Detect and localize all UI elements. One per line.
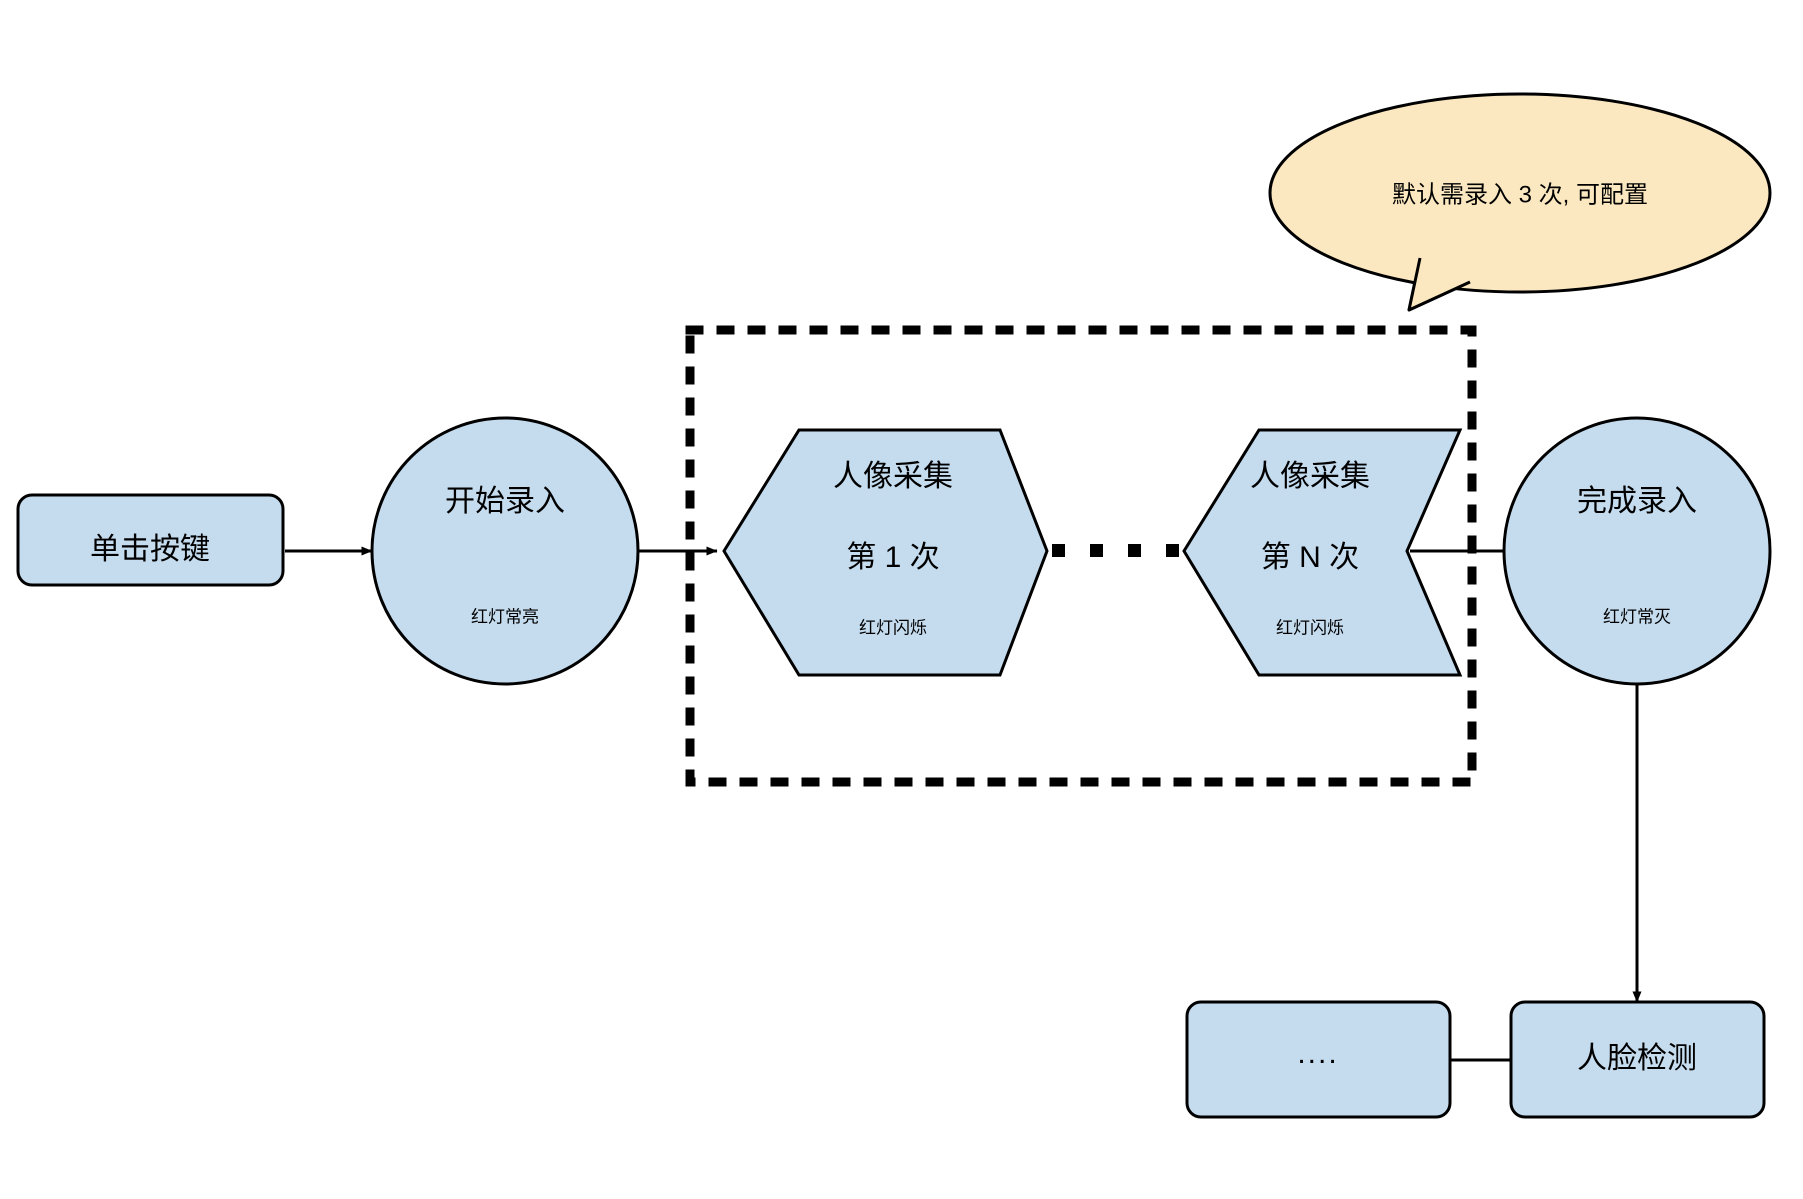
callout-ellipse bbox=[1268, 92, 1772, 294]
node-capture-nth-shape bbox=[1182, 428, 1463, 677]
node-click-button-shape bbox=[16, 493, 285, 587]
ellipsis-between-captures bbox=[1052, 544, 1179, 557]
node-more-steps-label: .... bbox=[1297, 1037, 1338, 1070]
callout-tail-edge-right bbox=[1408, 280, 1471, 312]
capture-loop-group bbox=[685, 325, 1477, 787]
node-face-detect[interactable]: 人脸检测 bbox=[1509, 1000, 1766, 1119]
node-more-steps[interactable]: .... bbox=[1185, 1000, 1452, 1119]
node-finish-enroll-shape bbox=[1502, 416, 1772, 686]
node-click-button[interactable]: 单击按键 bbox=[16, 493, 285, 587]
node-capture-first-sublabel: 红灯闪烁 bbox=[859, 618, 927, 637]
node-finish-enroll-label: 完成录入 bbox=[1577, 485, 1697, 518]
callout-bubble: 默认需录入 3 次, 可配置 bbox=[1268, 92, 1772, 312]
node-finish-enroll[interactable]: 完成录入 红灯常灭 bbox=[1502, 416, 1772, 686]
node-capture-nth-label-line1: 人像采集 bbox=[1250, 460, 1370, 493]
node-more-steps-shape bbox=[1185, 1000, 1452, 1119]
node-capture-nth-sublabel: 红灯闪烁 bbox=[1276, 618, 1344, 637]
node-start-enroll[interactable]: 开始录入 红灯常亮 bbox=[370, 416, 640, 686]
node-capture-first-shape bbox=[722, 428, 1049, 677]
node-finish-enroll-sublabel: 红灯常灭 bbox=[1603, 607, 1671, 626]
node-start-enroll-sublabel: 红灯常亮 bbox=[471, 607, 539, 626]
node-click-button-label: 单击按键 bbox=[90, 533, 210, 566]
node-face-detect-label: 人脸检测 bbox=[1577, 1042, 1697, 1075]
callout-tail-edge-left bbox=[1407, 257, 1422, 311]
node-start-enroll-shape bbox=[370, 416, 640, 686]
node-capture-first-label-line1: 人像采集 bbox=[833, 460, 953, 493]
node-start-enroll-label: 开始录入 bbox=[445, 485, 565, 518]
node-capture-first-label-line2: 第 1 次 bbox=[846, 541, 939, 574]
node-capture-nth-label-line2: 第 N 次 bbox=[1261, 541, 1359, 574]
callout-label: 默认需录入 3 次, 可配置 bbox=[1392, 181, 1648, 208]
node-face-detect-shape bbox=[1509, 1000, 1766, 1119]
node-capture-first[interactable]: 人像采集 第 1 次 红灯闪烁 bbox=[722, 428, 1049, 677]
callout-tail-fill bbox=[1409, 258, 1470, 310]
node-capture-nth[interactable]: 人像采集 第 N 次 红灯闪烁 bbox=[1182, 428, 1463, 677]
